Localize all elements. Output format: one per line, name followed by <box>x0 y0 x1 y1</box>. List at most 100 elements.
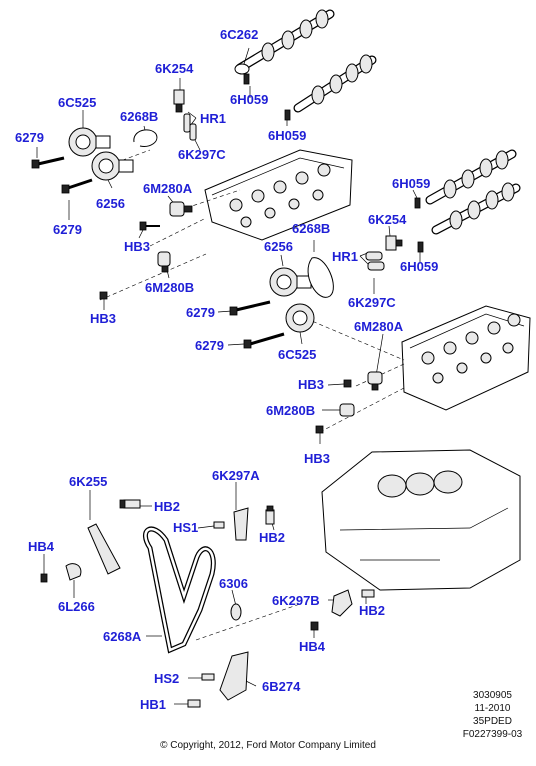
figure-number: F0227399-03 <box>462 729 523 740</box>
callout-6k297a: 6K297A <box>212 468 260 483</box>
bolt-hb3-a <box>139 221 160 231</box>
callout-6h059: 6H059 <box>392 176 431 191</box>
callout-6k297b: 6K297B <box>272 593 320 608</box>
callout-6m280b: 6M280B <box>145 280 195 295</box>
bolt-6279-b <box>61 178 93 194</box>
callout-6k254: 6K254 <box>368 212 407 227</box>
seal-6k297c-a <box>183 113 197 141</box>
callout-6268a: 6268A <box>103 629 142 644</box>
tensioner-6l266 <box>65 563 82 581</box>
callout-6h059: 6H059 <box>268 128 307 143</box>
seal-part <box>234 63 250 75</box>
camshaft-sensor-6m280b-a <box>157 251 171 273</box>
callout-6306: 6306 <box>219 576 248 591</box>
copyright-notice: © Copyright, 2012, Ford Motor Company Li… <box>160 740 376 751</box>
callout-6268b: 6268B <box>120 109 159 124</box>
callout-6k297c: 6K297C <box>348 295 396 310</box>
sprocket-6306 <box>230 603 242 621</box>
guide-6k297b <box>331 589 353 617</box>
vct-unit-6256-b <box>269 267 312 297</box>
screw-6h059-d <box>417 241 424 253</box>
callout-hb4: HB4 <box>28 539 55 554</box>
guide-6k297a <box>233 507 249 541</box>
callout-6m280a: 6M280A <box>354 319 404 334</box>
camshaft-right-2 <box>431 182 521 235</box>
bolt-hb3-d <box>315 425 324 434</box>
chain-6268b-a <box>133 129 158 147</box>
callout-hs1: HS1 <box>173 520 199 535</box>
callout-6l266: 6L266 <box>58 599 95 614</box>
camshaft-upper-2 <box>293 54 377 113</box>
callout-hb3: HB3 <box>124 239 151 254</box>
bolt-hb2-a <box>119 499 141 509</box>
bolt-hs1 <box>213 521 225 529</box>
timing-chain-6268a <box>142 526 216 654</box>
callout-6b274: 6B274 <box>262 679 301 694</box>
callout-6h059: 6H059 <box>400 259 439 274</box>
variable-cam-sensor-6k254-a <box>173 89 185 113</box>
vct-unit-6256-a <box>91 151 134 181</box>
callout-6k254: 6K254 <box>155 61 194 76</box>
callout-hb2: HB2 <box>259 530 286 545</box>
callout-hb2: HB2 <box>154 499 181 514</box>
bolt-hb4-a <box>40 573 48 583</box>
callout-6279: 6279 <box>15 130 44 145</box>
callout-6256: 6256 <box>96 196 125 211</box>
bolt-6279-a <box>31 156 65 169</box>
callout-6268b: 6268B <box>292 221 331 236</box>
callout-hb3: HB3 <box>298 377 325 392</box>
bolt-hb2-c <box>361 589 375 598</box>
cylinder-head-upper <box>204 149 353 241</box>
vct-unit-6c525-a <box>68 127 111 157</box>
bolt-hb3-c <box>343 379 352 388</box>
screw-6h059-b <box>284 109 291 121</box>
reference-code: 3030905 <box>473 690 512 701</box>
bolt-6279-c <box>229 300 271 316</box>
callout-hb3: HB3 <box>304 451 331 466</box>
figure-info: 3030905 11-2010 35PDED F0227399-03 <box>455 690 530 741</box>
camshaft-sensor-6m280b-b <box>339 403 355 417</box>
callout-6279: 6279 <box>186 305 215 320</box>
bolt-hb2-b <box>265 505 275 525</box>
variable-cam-sensor-6k254-b <box>385 235 403 251</box>
callout-6279: 6279 <box>195 338 224 353</box>
camshaft-sensor-6m280a-a <box>169 201 193 217</box>
camshaft-right-1 <box>425 149 517 205</box>
chain-6268b-b <box>307 257 334 298</box>
callout-hr1: HR1 <box>332 249 359 264</box>
bolt-hb1 <box>187 699 201 708</box>
screw-6h059-c <box>414 197 421 209</box>
callout-6256: 6256 <box>264 239 293 254</box>
callout-hb2: HB2 <box>359 603 386 618</box>
engine-code: 35PDED <box>473 716 512 727</box>
callout-6m280b: 6M280B <box>266 403 316 418</box>
camshaft-sensor-6m280a-b <box>367 371 383 391</box>
callout-hr1: HR1 <box>200 111 227 126</box>
bolt-6279-d <box>243 332 285 349</box>
callout-hb3: HB3 <box>90 311 117 326</box>
engine-block <box>321 449 521 591</box>
screw-6h059-a <box>243 73 250 85</box>
callout-6c262: 6C262 <box>220 27 259 42</box>
seal-6k297c-b <box>365 251 385 271</box>
callout-hb1: HB1 <box>140 697 167 712</box>
tensioner-arm-6b274 <box>219 651 249 701</box>
bolt-hb3-b <box>99 291 108 300</box>
callout-6k255: 6K255 <box>69 474 108 489</box>
vct-unit-6c525-b <box>285 303 315 333</box>
callout-6h059: 6H059 <box>230 92 269 107</box>
callout-6279: 6279 <box>53 222 82 237</box>
callout-hb4: HB4 <box>299 639 326 654</box>
callout-hs2: HS2 <box>154 671 180 686</box>
bolt-hb4-b <box>310 621 319 631</box>
callout-6c525: 6C525 <box>278 347 317 362</box>
camshaft-upper-1 <box>235 9 335 73</box>
cylinder-head-right <box>401 305 531 411</box>
callout-6k297c: 6K297C <box>178 147 226 162</box>
callout-6c525: 6C525 <box>58 95 97 110</box>
issue-date: 11-2010 <box>474 703 511 714</box>
callout-6m280a: 6M280A <box>143 181 193 196</box>
bolt-hs2 <box>201 673 215 681</box>
